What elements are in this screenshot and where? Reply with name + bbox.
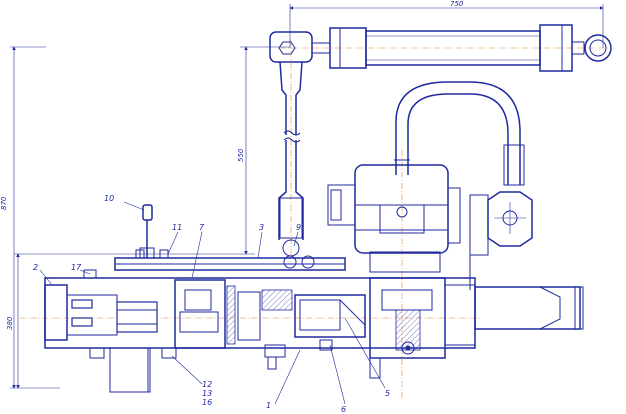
base-frame	[20, 257, 584, 393]
dimension-label-870: 870	[0, 196, 8, 210]
control-handle	[139, 204, 155, 259]
right-bracket	[469, 191, 533, 290]
callout-16: 16	[202, 398, 212, 407]
callout-labels: 10 11 7 3 9 2 17 1 6 5 12 13 16	[33, 194, 390, 414]
callout-2: 2	[33, 263, 38, 272]
dimension-left-height: 870	[0, 46, 60, 389]
curved-pipe	[394, 81, 525, 186]
callout-6: 6	[341, 405, 346, 414]
dimension-low-height: 380	[6, 253, 255, 389]
callout-12: 12	[202, 380, 212, 389]
callout-leaders	[39, 201, 386, 405]
motor-housing	[327, 150, 461, 400]
dimension-label-750: 750	[450, 0, 464, 8]
callout-5: 5	[385, 389, 390, 398]
callout-3: 3	[259, 223, 264, 232]
callout-7: 7	[199, 223, 205, 232]
dimension-top-width: 750	[289, 0, 604, 48]
callout-9: 9	[296, 223, 301, 232]
dimension-mid-height: 550	[237, 46, 290, 255]
callout-1: 1	[266, 401, 271, 410]
hydraulic-cylinder	[269, 24, 612, 72]
callout-10: 10	[104, 194, 114, 203]
callout-17: 17	[71, 263, 82, 272]
callout-13: 13	[202, 389, 212, 398]
bolts	[83, 249, 333, 370]
dimension-label-380: 380	[6, 316, 14, 330]
callout-11: 11	[172, 223, 182, 232]
dimension-label-550: 550	[237, 148, 245, 162]
vertical-lever	[278, 40, 304, 260]
